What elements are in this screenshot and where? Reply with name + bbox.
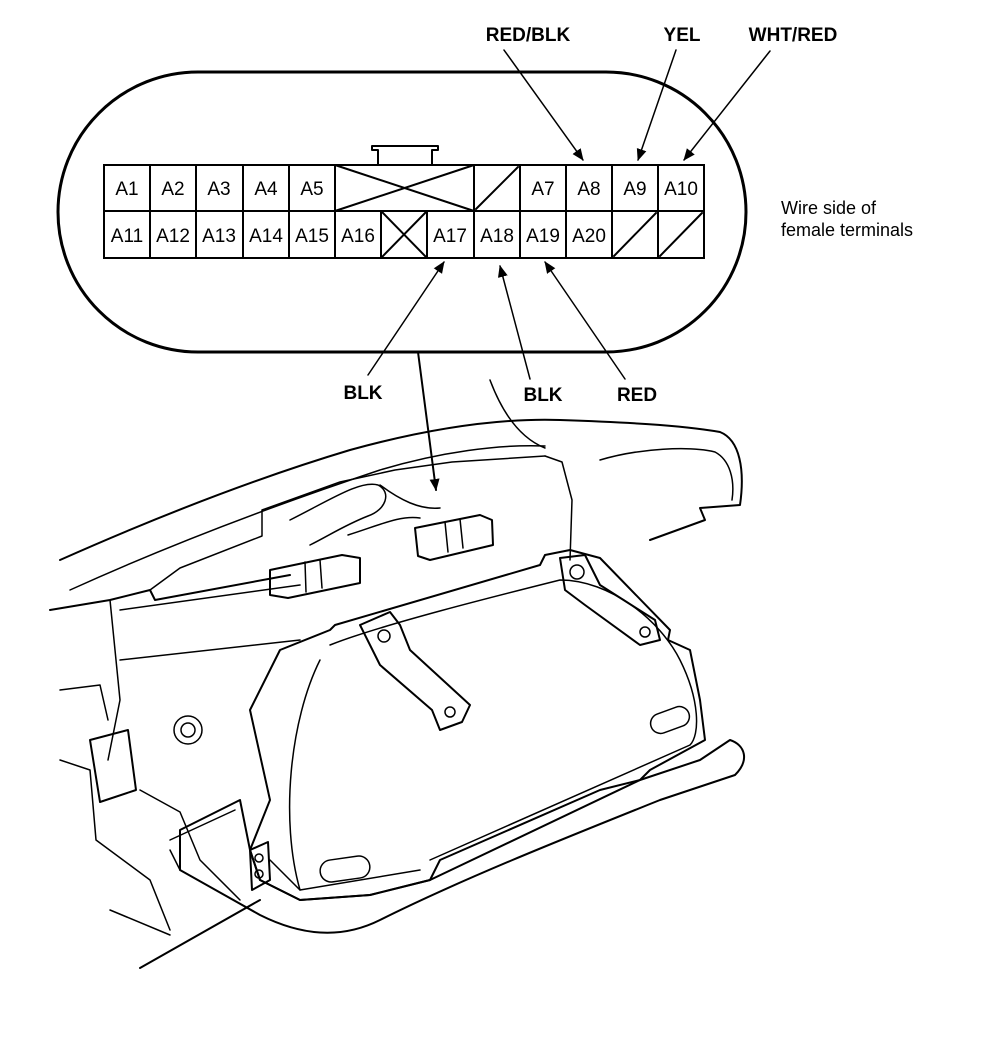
terminal-a13: A13 [202,226,236,247]
arrow-yel [636,49,677,161]
mount-hole [173,715,203,745]
connector-outline [56,70,748,354]
wire-callouts: RED/BLK YEL WHT/RED BLK BLK RED [343,25,837,406]
note-line-2: female terminals [781,220,913,240]
terminal-a5: A5 [300,179,323,200]
mount-bracket-right [559,554,661,646]
bottom-row-terminals: A11 A12 A13 A14 A15 A16 A17 A18 A19 A20 [111,226,606,247]
left-connector [269,554,361,599]
terminal-a16: A16 [341,226,375,247]
lower-mount-tab [249,841,271,891]
unused-cell-slash [659,212,703,257]
arrow-blk-a18 [497,265,531,380]
wire-label-yel: YEL [664,25,701,46]
slot-right [649,705,691,735]
terminal-a4: A4 [254,179,278,200]
note-line-1: Wire side of [781,198,877,218]
terminal-a18: A18 [480,226,514,247]
terminal-a20: A20 [572,226,606,247]
dashboard-illustration [49,379,745,969]
terminal-a14: A14 [249,226,283,247]
top-row-dividers [149,164,659,212]
terminal-a1: A1 [115,179,138,200]
wire-label-blk-a17: BLK [343,383,382,404]
blocked-cell-a6 [334,164,475,212]
terminal-a3: A3 [207,179,230,200]
view-note: Wire side of female terminals [781,198,913,240]
arrow-wht-red [683,50,771,161]
connector-lock-tab [371,145,439,166]
arrow-red-blk [503,49,584,161]
gauge-housing [249,549,706,901]
arrow-red [544,261,626,380]
terminal-a2: A2 [161,179,184,200]
terminal-a10: A10 [664,179,698,200]
blocked-cell-x [380,210,428,259]
unused-cell-slash [613,212,657,257]
terminal-a19: A19 [526,226,560,247]
wire-label-red-blk: RED/BLK [486,25,571,46]
top-row-terminals: A1 A2 A3 A4 A5 A7 A8 A9 A10 [115,179,698,200]
slot-left [319,855,371,883]
lower-trim-panel [179,739,745,934]
wire-label-wht-red: WHT/RED [749,25,838,46]
terminal-a8: A8 [577,179,600,200]
mount-bracket-left [359,611,471,731]
terminal-a11: A11 [111,226,143,247]
connector-location-arrow [417,351,440,491]
bottom-row-dividers [149,210,659,259]
arrow-blk-a17 [367,261,445,376]
wire-label-blk-a18: BLK [523,385,562,406]
terminal-a17: A17 [433,226,467,247]
unused-cell-slash [475,166,519,210]
terminal-a7: A7 [531,179,554,200]
wire-label-red: RED [617,385,657,406]
gauge-connector [414,514,494,561]
terminal-a12: A12 [156,226,190,247]
connector-face: A1 A2 A3 A4 A5 A7 A8 A9 A10 A11 A12 A13 … [56,70,748,354]
side-vent [89,729,137,803]
terminal-a9: A9 [623,179,646,200]
terminal-a15: A15 [295,226,329,247]
